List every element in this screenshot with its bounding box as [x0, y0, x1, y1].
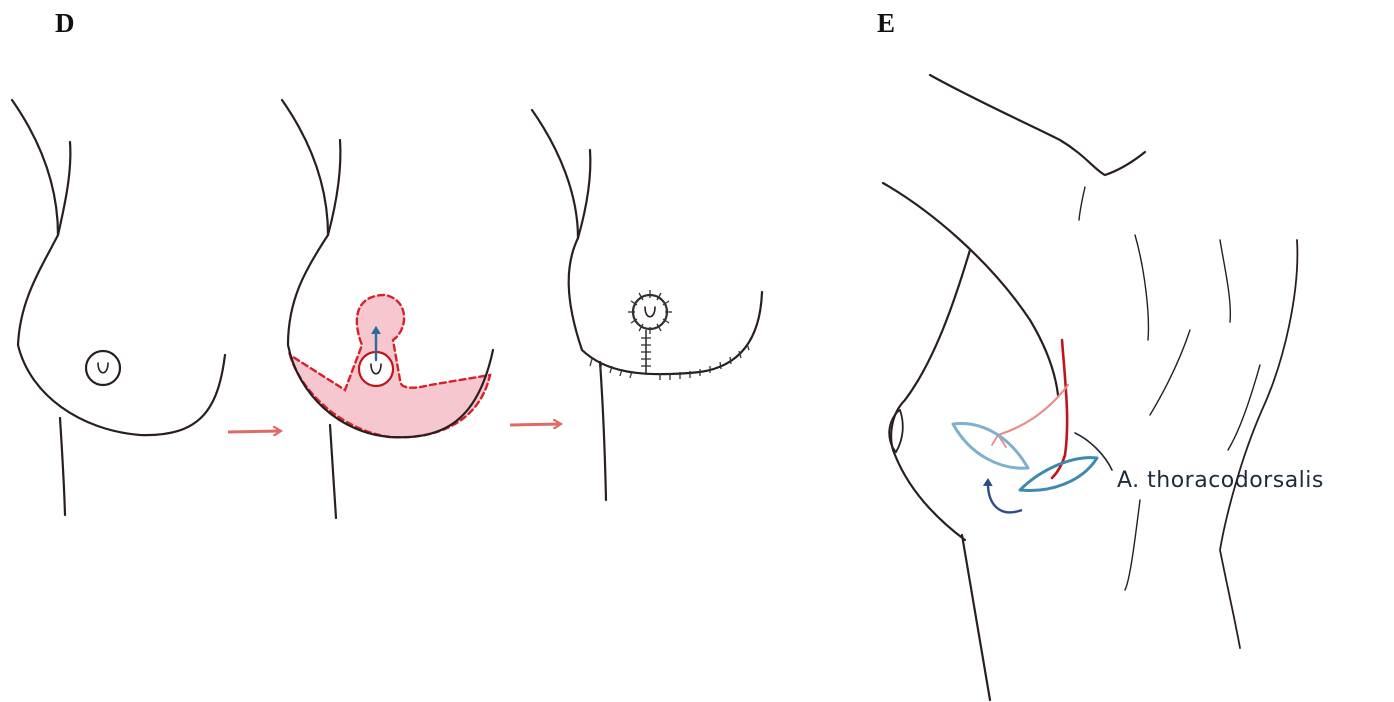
artery-label: A. thoracodorsalis	[1117, 468, 1324, 493]
breast2-axilla-line	[328, 140, 340, 235]
areola-sutures	[628, 290, 672, 334]
contour-1	[1079, 187, 1085, 220]
arm-back-line	[883, 183, 1058, 395]
flap-rotation-arrow	[988, 480, 1022, 512]
breast1-outline	[12, 100, 225, 435]
flap-pattern	[953, 423, 1097, 512]
breast1-torso-line	[60, 418, 65, 515]
contour-3	[1220, 240, 1230, 322]
step-arrow-2	[510, 424, 560, 425]
step-arrow-1	[228, 431, 280, 432]
shoulder-line	[930, 75, 1145, 175]
breast1-nipple	[98, 363, 108, 373]
inframammary-scar-stitches	[590, 344, 749, 380]
panel-e-torso	[883, 75, 1297, 700]
panel-d-stage1-breast	[12, 100, 225, 515]
breast3-torso-line	[600, 362, 606, 500]
flap-left-ellipse	[953, 423, 1028, 468]
lower-torso-line	[962, 535, 990, 700]
panel-d-stage3-breast	[532, 110, 762, 500]
panel-d-stage2-breast	[282, 100, 493, 518]
contour-2	[1135, 235, 1148, 340]
breast1-areola	[86, 351, 120, 385]
breast2-torso-line	[330, 425, 336, 518]
breast3-outline	[532, 110, 762, 374]
contour-7	[1125, 500, 1140, 590]
breast-profile	[891, 250, 970, 540]
breast3-nipple	[645, 307, 655, 317]
flap-right-ellipse	[1020, 458, 1097, 491]
contour-5	[1150, 330, 1190, 415]
breast3-axilla-line	[578, 150, 590, 238]
thoracodorsal-vessels	[992, 340, 1068, 478]
contour-6	[1228, 365, 1260, 450]
breast1-axilla-line	[58, 142, 70, 235]
suture-marks	[590, 290, 749, 380]
artery-main	[1052, 340, 1067, 478]
